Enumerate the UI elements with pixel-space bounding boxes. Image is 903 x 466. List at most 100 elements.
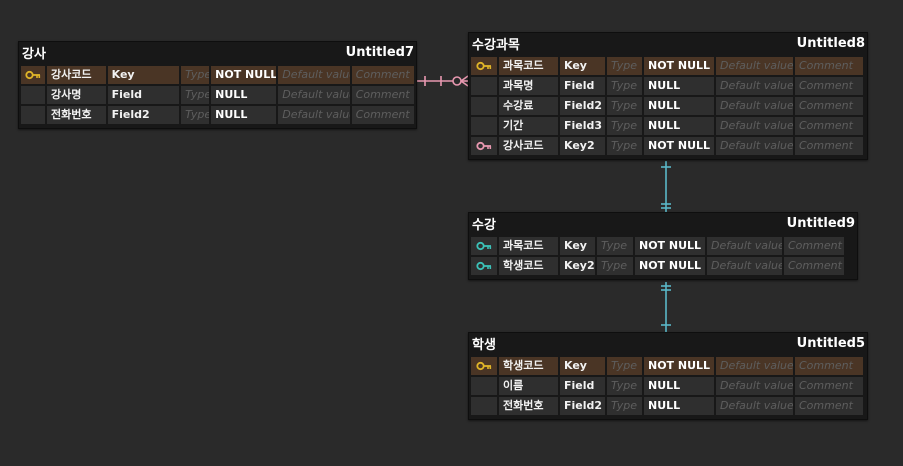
column-name[interactable]: 전화번호 [47,106,106,124]
column-name[interactable]: 학생코드 [499,257,558,275]
column-comment[interactable]: Comment [795,97,863,115]
column-type[interactable]: Type [181,66,210,84]
column-default-value[interactable]: Default value [716,97,793,115]
column-name[interactable]: 과목명 [499,77,558,95]
row-icon-cell [21,106,46,124]
column-default-value[interactable]: Default value [716,357,793,375]
column-type[interactable]: Type [597,257,633,275]
column-default-value[interactable]: Default value [278,86,350,104]
column-name[interactable]: 강사명 [47,86,106,104]
column-nullability[interactable]: NOT NULL [211,66,277,84]
column-default-value[interactable]: Default value [716,77,793,95]
column-default-value[interactable]: Default value [278,106,350,124]
column-type[interactable]: Type [181,106,210,124]
column-default-value[interactable]: Default value [716,397,793,415]
column-type[interactable]: Type [607,57,642,75]
column-name[interactable]: 강사코드 [47,66,106,84]
column-default-value[interactable]: Default value [707,237,782,255]
column-type[interactable]: Type [607,137,642,155]
column-comment[interactable]: Comment [795,397,863,415]
column-nullability[interactable]: NOT NULL [644,137,714,155]
table-header[interactable]: 수강 Untitled9 [469,213,857,233]
column-comment[interactable]: Comment [351,66,414,84]
column-field[interactable]: Key [560,237,595,255]
column-default-value[interactable]: Default value [707,257,782,275]
column-nullability[interactable]: NULL [644,117,714,135]
column-name[interactable]: 과목코드 [499,57,558,75]
column-field[interactable]: Field [107,86,180,104]
column-comment[interactable]: Comment [351,86,414,104]
column-field[interactable]: Key [107,66,180,84]
column-comment[interactable]: Comment [351,106,414,124]
column-default-value[interactable]: Default value [716,117,793,135]
column-type[interactable]: Type [597,237,633,255]
column-field[interactable]: Field3 [560,117,605,135]
column-default-value[interactable]: Default value [716,57,793,75]
column-nullability[interactable]: NULL [644,97,714,115]
column-field[interactable]: Key [560,57,605,75]
column-nullability[interactable]: NOT NULL [644,357,714,375]
column-comment[interactable]: Comment [795,57,863,75]
column-nullability[interactable]: NOT NULL [635,257,705,275]
column-field[interactable]: Field2 [560,397,605,415]
column-comment[interactable]: Comment [795,377,863,395]
column-name[interactable]: 전화번호 [499,397,558,415]
column-nullability[interactable]: NOT NULL [644,57,714,75]
column-field[interactable]: Key2 [560,137,605,155]
column-default-value[interactable]: Default value [716,137,793,155]
column-nullability[interactable]: NULL [644,377,714,395]
column-name[interactable]: 강사코드 [499,137,558,155]
column-nullability[interactable]: NULL [644,77,714,95]
column-type[interactable]: Type [607,117,642,135]
column-name[interactable]: 기간 [499,117,558,135]
column-default-value[interactable]: Default value [716,377,793,395]
column-comment[interactable]: Comment [795,137,863,155]
column-name[interactable]: 수강료 [499,97,558,115]
column-nullability[interactable]: NULL [644,397,714,415]
column-field[interactable]: Field2 [560,97,605,115]
column-nullability[interactable]: NULL [211,86,277,104]
column-field[interactable]: Key2 [560,257,595,275]
column-field[interactable]: Field [560,77,605,95]
column-type[interactable]: Type [607,77,642,95]
column-comment[interactable]: Comment [795,357,863,375]
column-comment[interactable]: Comment [795,77,863,95]
column-comment[interactable]: Comment [795,117,863,135]
column-nullability[interactable]: NULL [211,106,277,124]
column-default-value[interactable]: Default value [278,66,350,84]
column-name[interactable]: 과목코드 [499,237,558,255]
column-type[interactable]: Type [181,86,210,104]
column-nullability[interactable]: NOT NULL [635,237,705,255]
column-type[interactable]: Type [607,377,642,395]
column-type[interactable]: Type [607,357,642,375]
column-type[interactable]: Type [607,97,642,115]
column-name[interactable]: 학생코드 [499,357,558,375]
column-type[interactable]: Type [607,397,642,415]
column-field[interactable]: Key [560,357,605,375]
column-name[interactable]: 이름 [499,377,558,395]
column-field[interactable]: Field2 [107,106,180,124]
table-header[interactable]: 강사 Untitled7 [19,42,416,62]
table-header[interactable]: 수강과목 Untitled8 [469,33,867,53]
column-field[interactable]: Field [560,377,605,395]
table-header[interactable]: 학생 Untitled5 [469,333,867,353]
column-comment[interactable]: Comment [784,237,844,255]
column-comment[interactable]: Comment [784,257,844,275]
